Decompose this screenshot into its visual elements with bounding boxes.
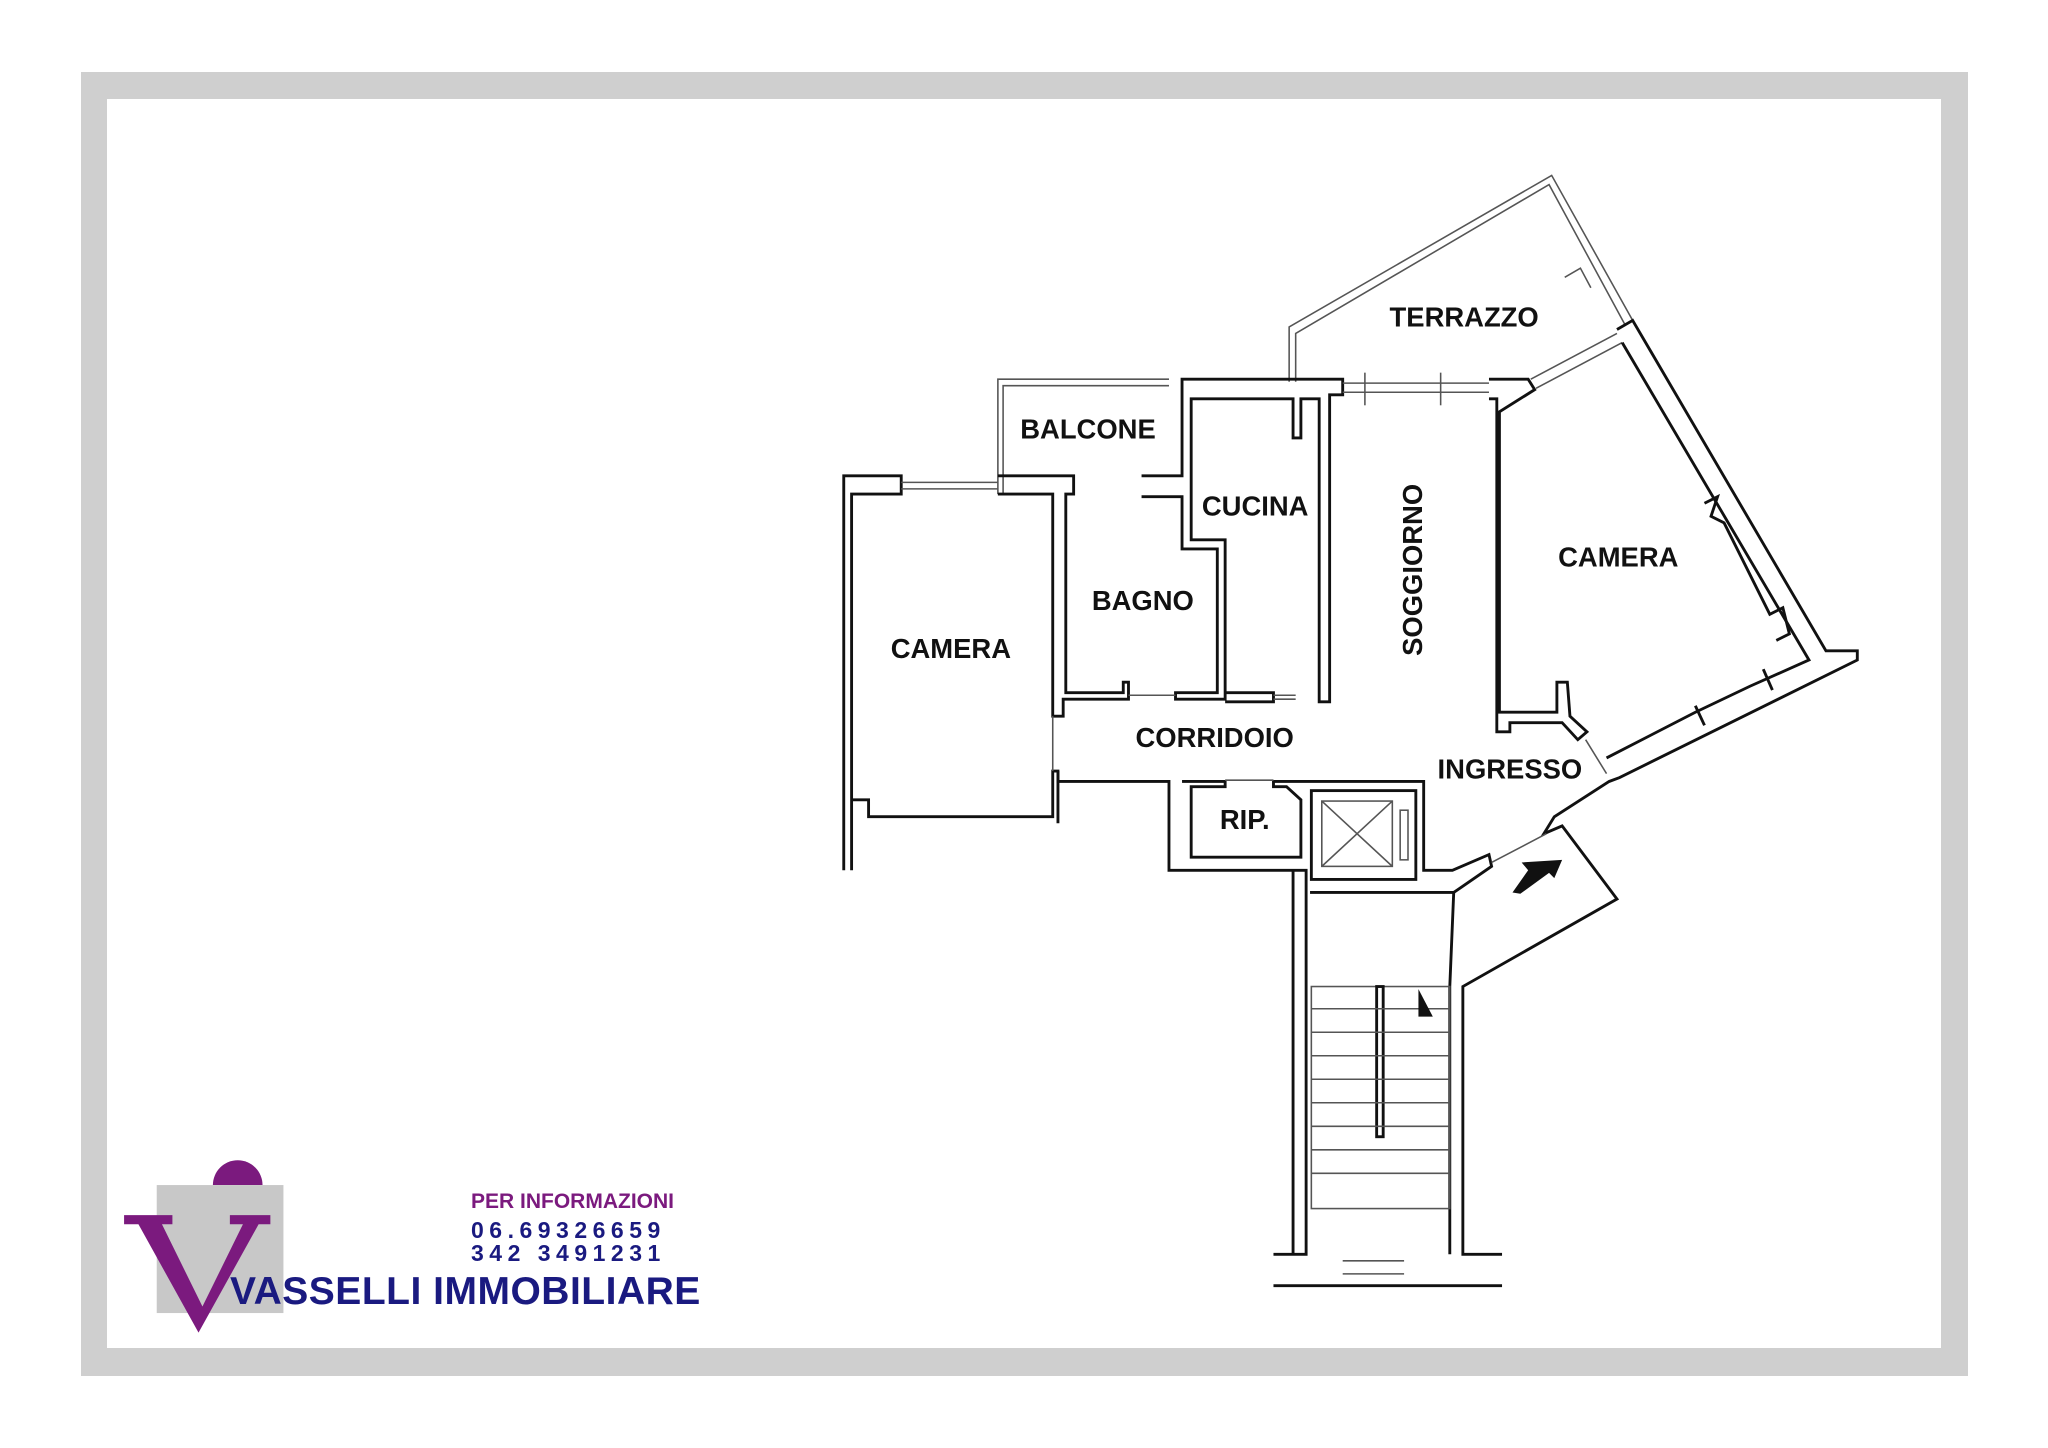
balcone-outline <box>997 378 1169 495</box>
room-label-soggiorno: SOGGIORNO <box>1397 484 1428 656</box>
room-label-camera-left: CAMERA <box>891 633 1011 664</box>
walls <box>842 318 1859 1288</box>
room-label-camera-right: CAMERA <box>1558 542 1678 573</box>
room-label-terrazzo: TERRAZZO <box>1390 301 1539 332</box>
room-label-corridoio: CORRIDOIO <box>1136 722 1294 753</box>
room-label-cucina: CUCINA <box>1202 491 1309 522</box>
room-label-balcone: BALCONE <box>1020 414 1156 445</box>
entrance-arrow-icon <box>1512 859 1563 894</box>
page-canvas <box>107 99 1941 1348</box>
company-name: VASSELLI IMMOBILIARE <box>230 1270 701 1313</box>
terrazzo-outline <box>1288 174 1634 382</box>
staircase <box>1310 985 1451 1210</box>
phone-number-1: 06.69326659 <box>471 1217 666 1243</box>
info-label: PER INFORMAZIONI <box>471 1190 674 1213</box>
stair-arrow-icon <box>1418 989 1433 1017</box>
company-logo <box>124 1160 284 1333</box>
phone-number-2: 342 3491231 <box>471 1240 666 1266</box>
room-label-ripostiglio: RIP. <box>1220 804 1270 835</box>
room-label-ingresso: INGRESSO <box>1438 753 1583 784</box>
room-label-bagno: BAGNO <box>1092 585 1194 616</box>
